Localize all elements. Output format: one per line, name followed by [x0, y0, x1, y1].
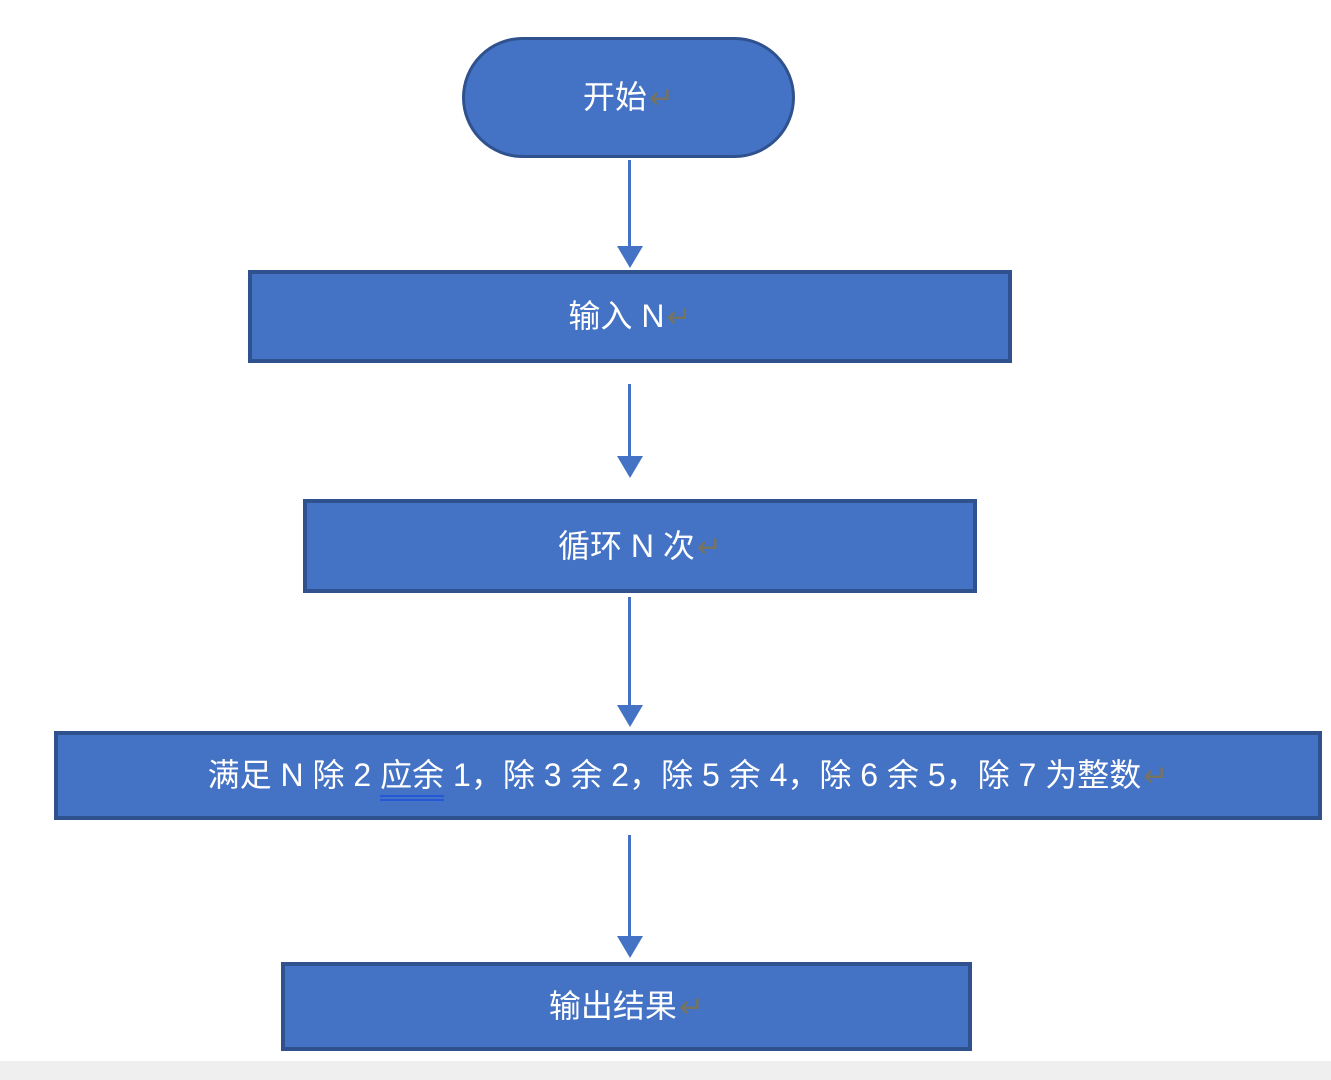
- condition-text-before: 满足 N 除 2: [207, 757, 381, 793]
- node-label-input: 输入 N↵: [568, 300, 691, 333]
- node-label-text: 循环 N 次: [557, 527, 695, 564]
- connector-line: [628, 597, 631, 705]
- paragraph-return-mark: ↵: [666, 301, 692, 334]
- paragraph-return-mark: ↵: [648, 82, 675, 115]
- node-label-output: 输出结果↵: [549, 990, 704, 1023]
- arrow-down-icon: [617, 246, 643, 268]
- node-label-start: 开始↵: [583, 81, 674, 114]
- condition-text-after: 1，除 3 余 2，除 5 余 4，除 6 余 5，除 7 为整数: [444, 757, 1142, 793]
- flow-node-input-n[interactable]: 输入 N↵: [248, 270, 1012, 363]
- paragraph-return-mark: ↵: [696, 530, 723, 564]
- node-label-loop: 循环 N 次↵: [558, 530, 722, 563]
- arrow-down-icon: [617, 705, 643, 727]
- node-label-text: 输入 N: [568, 298, 665, 334]
- paragraph-return-mark: ↵: [678, 991, 705, 1024]
- paragraph-return-mark: ↵: [1143, 760, 1169, 793]
- node-label-text: 开始: [582, 79, 647, 115]
- flow-node-output-result[interactable]: 输出结果↵: [281, 962, 972, 1051]
- arrow-down-icon: [617, 936, 643, 958]
- node-label-condition: 满足 N 除 2 应余 1，除 3 余 2，除 5 余 4，除 6 余 5，除 …: [207, 757, 1169, 801]
- connector-line: [628, 835, 631, 936]
- connector-line: [628, 384, 631, 456]
- arrow-down-icon: [617, 456, 643, 478]
- connector-line: [628, 160, 631, 246]
- flow-node-start[interactable]: 开始↵: [462, 37, 795, 158]
- node-label-text: 输出结果: [548, 988, 677, 1024]
- grammar-check-underlined-text: 应余: [380, 757, 445, 801]
- flow-node-condition[interactable]: 满足 N 除 2 应余 1，除 3 余 2，除 5 余 4，除 6 余 5，除 …: [54, 731, 1322, 820]
- window-bottom-strip: [0, 1061, 1331, 1080]
- flow-node-loop-n-times[interactable]: 循环 N 次↵: [303, 499, 977, 593]
